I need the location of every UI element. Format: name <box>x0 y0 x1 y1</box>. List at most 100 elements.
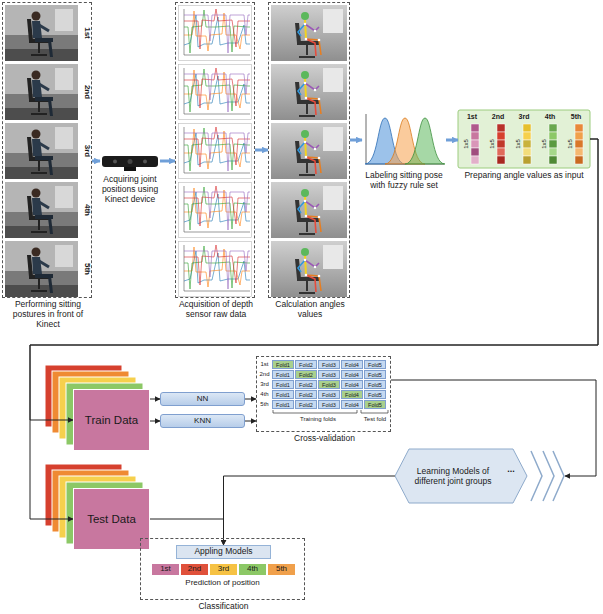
class-cell: 5th <box>267 563 296 576</box>
row-label: 3rd <box>257 380 272 389</box>
model-box: KNN <box>160 414 245 428</box>
caption: Acquisition of depth sensor raw data <box>174 299 258 319</box>
flow-arrow <box>350 139 362 142</box>
fold-cell: Fold1 <box>272 400 294 409</box>
skeleton-images <box>271 5 347 297</box>
fold-cell: Fold1 <box>272 360 294 369</box>
angle-vectors <box>458 110 590 168</box>
flow-arrow <box>255 149 268 152</box>
node-label: Appling Models <box>194 547 252 556</box>
pose-number: 1st <box>82 21 92 45</box>
caption: Performing sitting postures in front of … <box>3 299 93 329</box>
vector-size: 1x5 <box>540 133 548 155</box>
pose-number: 4th <box>82 198 92 222</box>
vector-size: 1x5 <box>488 133 496 155</box>
fold-cell: Fold3 <box>318 400 340 409</box>
class-cell: 1st <box>151 563 180 576</box>
column-header: 3rd <box>512 112 536 121</box>
fold-cell: Fold4 <box>341 380 363 389</box>
column-header: 2nd <box>486 112 510 121</box>
fold-cell: Fold3 <box>318 360 340 369</box>
fuzzy-figure: Labeling sitting pose with fuzzy rule se… <box>362 112 446 168</box>
connector-arrow <box>150 421 160 422</box>
connector-arrow <box>150 519 224 545</box>
pose-number: 5th <box>82 257 92 281</box>
caption: Classification <box>141 601 306 611</box>
device-figure: Acquiring joint positions using Kinect d… <box>100 150 160 172</box>
data-stack: Train Data <box>73 389 150 451</box>
node-label: 3rd <box>218 565 230 574</box>
kinect-device <box>102 156 158 171</box>
fold-cell: Fold1 <box>272 370 294 379</box>
connector-arrow <box>245 421 256 422</box>
fold-cell: Fold3 <box>318 380 340 389</box>
fold-cell: Fold3 <box>318 390 340 399</box>
fold-cell: Fold4 <box>341 390 363 399</box>
flow-arrow <box>446 139 458 142</box>
node-label: KNN <box>194 417 211 426</box>
pose-number: 2nd <box>82 80 92 104</box>
column-header: 5th <box>564 112 588 121</box>
flow-arrow <box>92 160 100 163</box>
node-label: 1st <box>160 565 171 574</box>
skeleton-panel: Calculation angles values <box>268 2 350 298</box>
bracket-label: Training folds <box>278 415 358 424</box>
caption: Preparing angle values as input <box>458 170 590 180</box>
class-cell: 3rd <box>209 563 238 576</box>
vector-size: 1x5 <box>566 133 574 155</box>
fold-cell: Fold5 <box>364 380 386 389</box>
fold-cell: Fold4 <box>341 370 363 379</box>
pose-number: 3rd <box>82 139 92 163</box>
vector-size: 1x5 <box>462 133 470 155</box>
connector-arrow <box>224 476 396 545</box>
raw-data-plots <box>179 6 252 297</box>
fold-cell: Fold5 <box>364 370 386 379</box>
column-header: 1st <box>460 112 484 121</box>
caption: Acquiring joint positions using Kinect d… <box>93 174 167 204</box>
bracket-label: Test fold <box>359 415 391 424</box>
connector-arrow <box>245 399 256 400</box>
fold-cell: Fold4 <box>341 360 363 369</box>
vector-size: 1x5 <box>514 133 522 155</box>
caption: Labeling sitting pose with fuzzy rule se… <box>359 170 449 190</box>
fold-cell: Fold2 <box>295 380 317 389</box>
node-label: Test Data <box>87 513 136 526</box>
fold-cell: Fold5 <box>364 360 386 369</box>
row-label: 4th <box>257 390 272 399</box>
fold-cell: Fold2 <box>295 390 317 399</box>
chevron <box>553 451 564 501</box>
node-label: 4th <box>247 565 258 574</box>
fold-cell: Fold1 <box>272 380 294 389</box>
row-label: 1st <box>257 360 272 369</box>
node-label: 5th <box>276 565 287 574</box>
row-label: 5th <box>257 400 272 409</box>
ellipsis: ... <box>503 464 519 474</box>
chevron <box>543 451 554 501</box>
connector-arrow <box>150 399 160 400</box>
classification-panel: ClassificationAppling Models1st2nd3rd4th… <box>140 538 305 600</box>
node-label: NN <box>197 395 209 404</box>
fold-cell: Fold2 <box>295 360 317 369</box>
fold-cell: Fold5 <box>364 400 386 409</box>
row-label: 2nd <box>257 370 272 379</box>
fold-cell: Fold2 <box>295 370 317 379</box>
photo-panel: Performing sitting postures in front of … <box>2 2 92 298</box>
class-cell: 4th <box>238 563 267 576</box>
fold-cell: Fold3 <box>318 370 340 379</box>
connector-arrow <box>30 139 598 420</box>
class-cell: 2nd <box>180 563 209 576</box>
learning-hexagon: Learning Models of different joint group… <box>395 448 565 504</box>
fold-cell: Fold4 <box>341 400 363 409</box>
flow-arrow <box>160 160 175 163</box>
fold-cell: Fold2 <box>295 400 317 409</box>
fuzzy-curves <box>365 114 445 164</box>
hexagon-label: Learning Models of different joint group… <box>407 466 499 486</box>
caption: Prediction of position <box>152 578 293 588</box>
caption: Cross-validation <box>257 433 392 443</box>
data-stack: Test Data <box>73 488 150 550</box>
caption: Calculation angles values <box>268 299 352 319</box>
fold-brackets <box>273 410 388 413</box>
node-label: Train Data <box>85 414 138 427</box>
fold-cell: Fold1 <box>272 390 294 399</box>
